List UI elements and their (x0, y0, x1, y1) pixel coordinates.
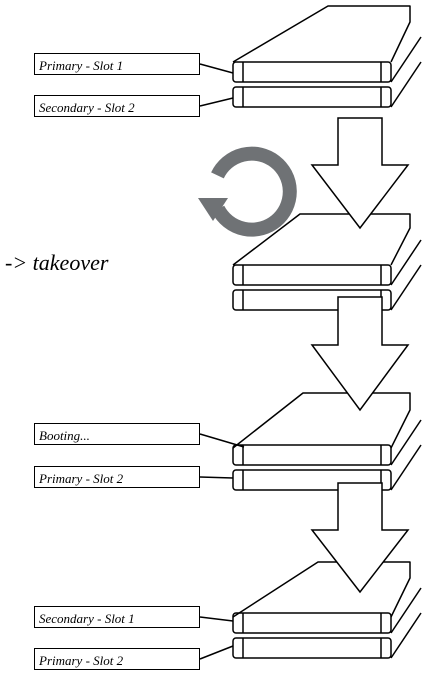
stage-2-slot-card-2-depth-edge (390, 264, 422, 311)
refresh-icon-arrowhead (198, 198, 228, 221)
stage-3-slot-card-1 (232, 444, 392, 466)
stage-2-top-face (232, 213, 411, 266)
stage-4-slot-card-1 (232, 612, 392, 634)
callout-leader-3 (199, 433, 245, 448)
stage-4-slot-card-2 (232, 637, 392, 659)
stage-3-top-face (232, 392, 411, 449)
stage-3-label-primary-slot-2: Primary - Slot 2 (34, 466, 200, 488)
callout-leader-6 (199, 645, 234, 660)
stage-1-label-primary-slot-1: Primary - Slot 1 (34, 53, 200, 75)
transition-arrow-2 (310, 296, 410, 412)
stage-4-label-primary-slot-2: Primary - Slot 2 (34, 648, 200, 670)
stage-3-slot-card-1-depth-edge (390, 419, 422, 466)
stage-4-slot-card-2-depth-edge (390, 612, 422, 659)
stage-1-label-secondary-slot-2: Secondary - Slot 2 (34, 95, 200, 117)
stage-4-top-face (232, 561, 411, 618)
stage-1-slot-card-2-depth-edge (390, 61, 422, 108)
stage-2-slot-card-2 (232, 289, 392, 311)
refresh-icon (211, 146, 297, 237)
takeover-note: -> takeover (5, 250, 109, 275)
stage-4-label-secondary-slot-1: Secondary - Slot 1 (34, 606, 200, 628)
callout-leader-5 (199, 616, 234, 622)
stage-3-slot-card-2 (232, 469, 392, 491)
callout-leader-2 (199, 97, 234, 107)
stage-3-label-booting: Booting... (34, 423, 200, 445)
stage-3-slot-card-2-depth-edge (390, 444, 422, 491)
stage-2-slot-card-1-depth-edge (390, 239, 422, 286)
stage-1-slot-card-2 (232, 86, 392, 108)
stage-1-slot-card-1 (232, 61, 392, 83)
transition-arrow-3 (310, 482, 410, 594)
stage-1-top-face (232, 5, 411, 63)
stage-1-slot-card-1-depth-edge (390, 36, 422, 83)
stage-2-slot-card-1 (232, 264, 392, 286)
transition-arrow-1 (310, 117, 410, 230)
callout-leader-4 (199, 476, 234, 479)
callout-leader-1 (199, 63, 234, 74)
stage-4-slot-card-1-depth-edge (390, 587, 422, 634)
